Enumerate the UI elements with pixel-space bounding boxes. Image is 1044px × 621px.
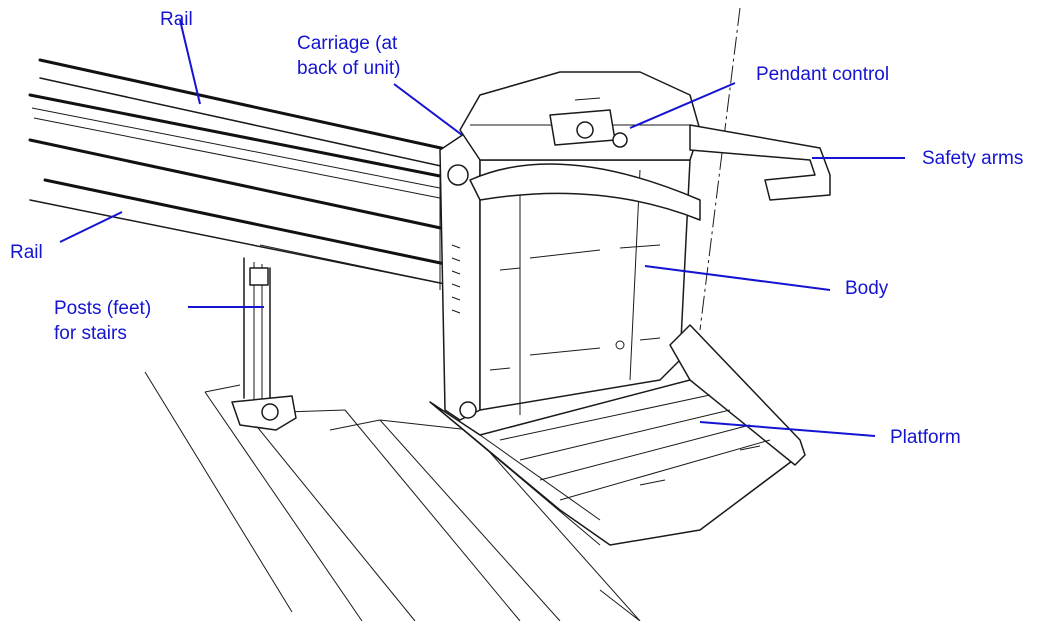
- label-body: Body: [845, 278, 889, 299]
- stairs-illustration: [144, 371, 641, 621]
- wall-corner-line: [699, 7, 741, 331]
- top-housing-illustration: [459, 71, 701, 161]
- label-rail-top: Rail: [160, 9, 193, 30]
- label-safety-arms: Safety arms: [922, 148, 1024, 169]
- leader-carriage: [393, 83, 463, 136]
- label-pendant-control: Pendant control: [756, 64, 890, 85]
- leader-rail-left: [59, 211, 123, 243]
- platform-illustration: [429, 324, 806, 546]
- leader-body: [644, 265, 831, 291]
- label-carriage: Carriage (at back of unit): [297, 33, 401, 79]
- carriage-illustration: [439, 129, 481, 421]
- label-rail-left: Rail: [10, 242, 43, 263]
- leader-rail-top: [179, 19, 201, 105]
- leader-pendant-control: [629, 82, 736, 129]
- label-platform: Platform: [890, 427, 961, 448]
- post-illustration: [231, 257, 297, 431]
- safety-arms-illustration: [469, 124, 831, 221]
- rail-illustration: [28, 58, 453, 291]
- leader-lines: [59, 19, 905, 437]
- leader-platform: [699, 421, 876, 437]
- label-posts: Posts (feet) for stairs: [54, 298, 152, 344]
